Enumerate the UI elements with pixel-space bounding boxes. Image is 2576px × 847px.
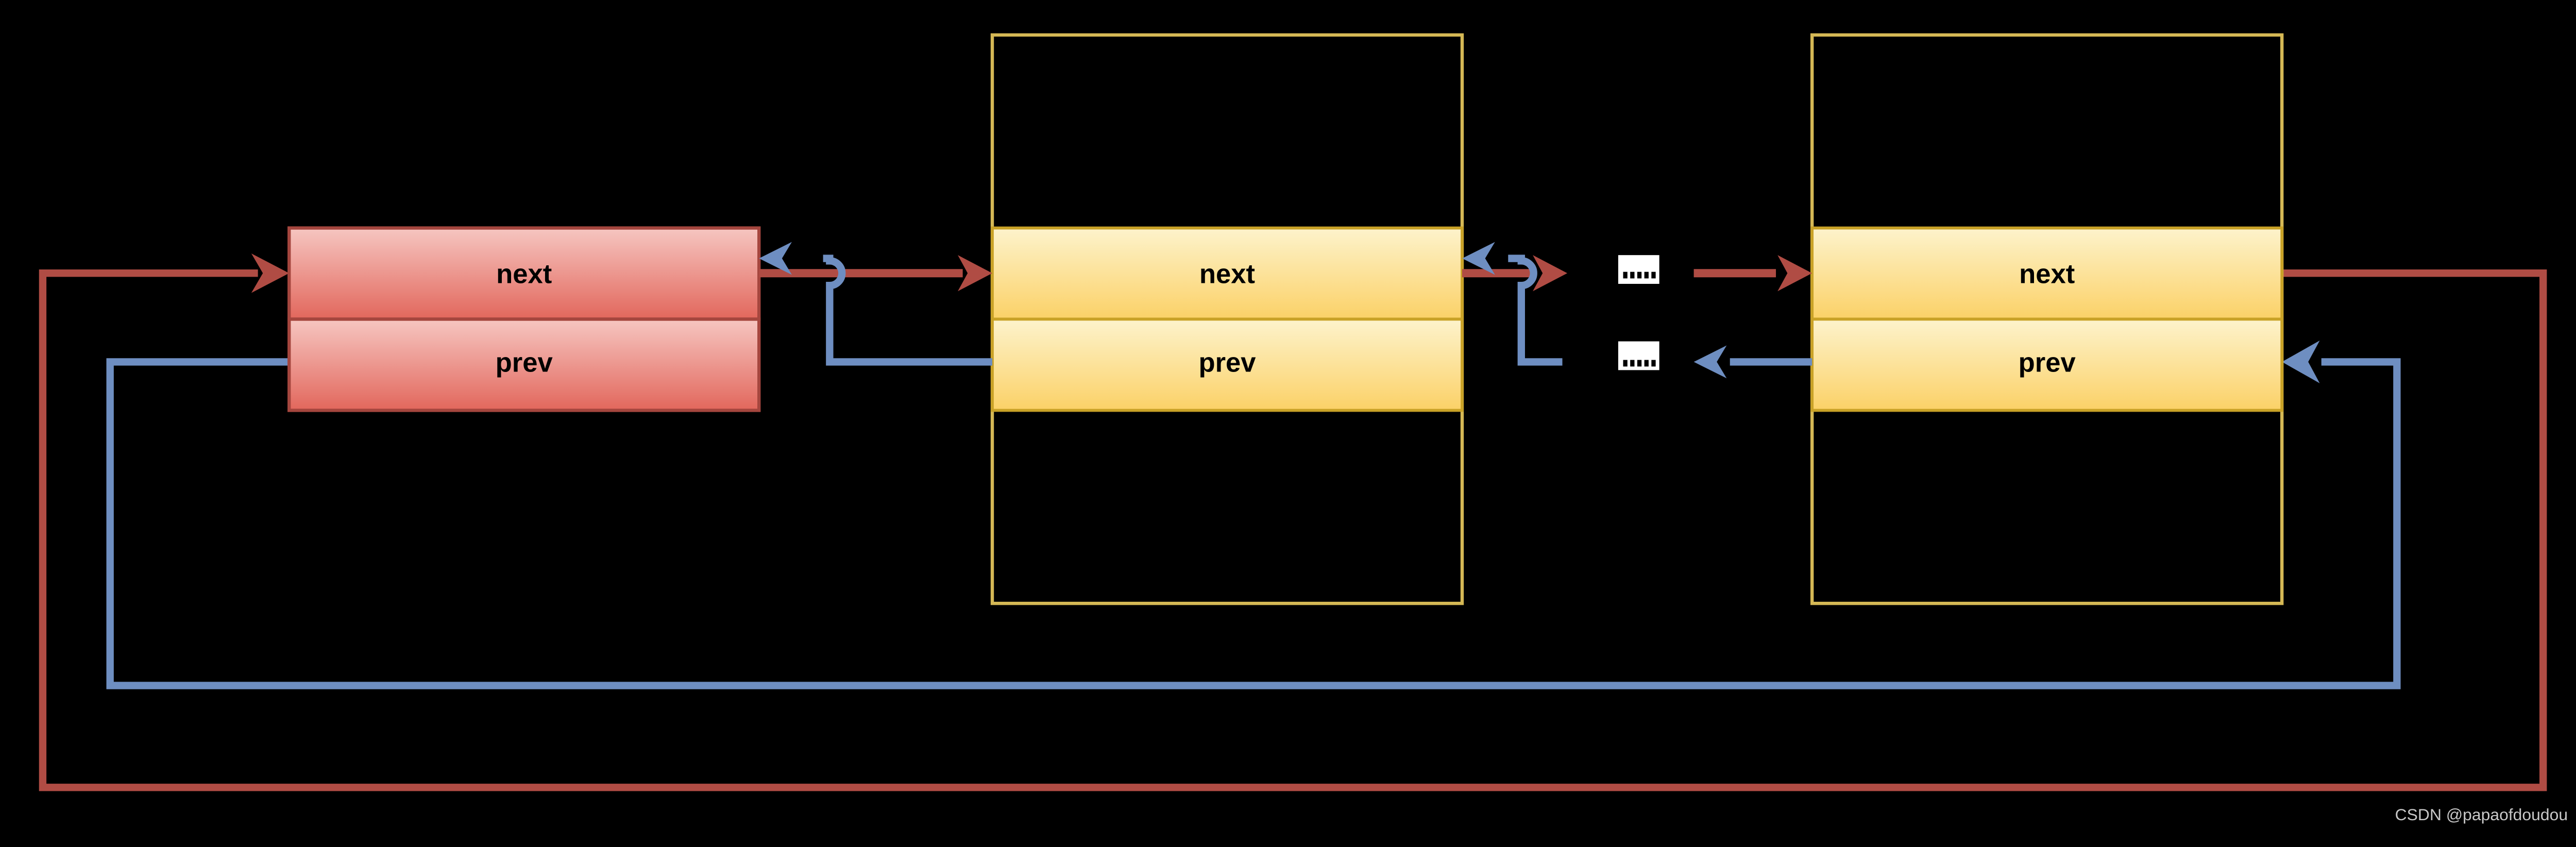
- prev-arrow-line: [1508, 255, 1563, 366]
- prev-loop-line: [106, 358, 2401, 689]
- next-loop-arrowhead-icon: [251, 253, 290, 293]
- prev-arrow-node2-to-node1: [759, 242, 993, 366]
- next-pointer-bottom-loop: [39, 253, 2547, 791]
- node-1-prev-row: [287, 317, 761, 412]
- node-2: next prev: [990, 33, 1464, 605]
- ellipsis-marker-next: [1618, 255, 1659, 284]
- prev-arrow-line: [823, 255, 993, 366]
- node-1-next-label: next: [496, 259, 552, 289]
- next-arrowhead-icon: [958, 255, 993, 292]
- next-arrow-node1-to-node2: [759, 255, 993, 292]
- watermark-text: CSDN @papaofdoudou: [2395, 805, 2568, 824]
- prev-arrowhead-icon: [759, 242, 792, 275]
- next-arrowhead-icon: [1533, 255, 1568, 292]
- next-arrow-ellipsis-to-node3: [1693, 255, 1812, 292]
- node-2-prev-label: prev: [1198, 348, 1256, 378]
- node-3-next-row: [1810, 226, 2284, 321]
- node-3-prev-label: prev: [2019, 348, 2076, 378]
- node-1-next-row: [287, 226, 761, 321]
- prev-arrowhead-icon: [1462, 242, 1495, 275]
- prev-arrowhead-icon: [1693, 345, 1727, 379]
- prev-pointer-bottom-loop: [106, 340, 2401, 689]
- next-arrowhead-icon: [1777, 255, 1812, 292]
- ellipsis-marker-prev: [1618, 341, 1659, 370]
- ellipsis-box: [1618, 255, 1659, 284]
- node-1-prev-label: prev: [496, 348, 553, 378]
- node-1: next prev: [287, 226, 761, 412]
- next-arrow-node2-to-ellipsis: [1462, 255, 1568, 292]
- node-3-prev-row: [1810, 317, 2284, 412]
- node-2-next-label: next: [1199, 259, 1255, 289]
- next-loop-line: [39, 269, 2547, 791]
- prev-arrow-ellipsis-to-node2: [1462, 242, 1563, 366]
- prev-arrow-node3-to-ellipsis: [1693, 345, 1812, 379]
- node-3-next-label: next: [2019, 259, 2075, 289]
- prev-loop-arrowhead-icon: [2282, 340, 2320, 383]
- node-3: next prev: [1810, 33, 2284, 605]
